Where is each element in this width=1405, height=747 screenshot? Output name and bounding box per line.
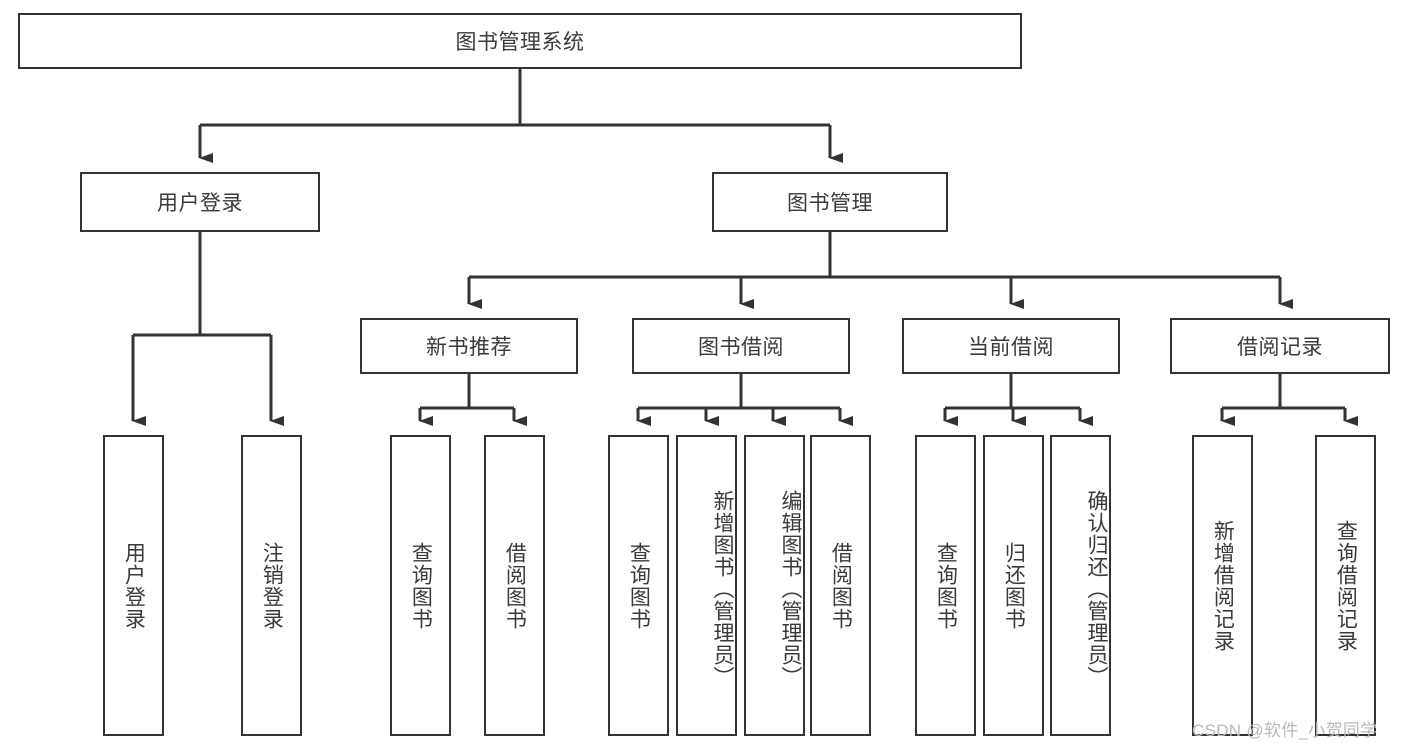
watermark-text: CSDN @软件_小贺同学 (1192, 721, 1378, 740)
leaf-add-borrow-record[interactable]: 新增借阅记录 (1192, 435, 1253, 736)
node-book-management[interactable]: 图书管理 (712, 172, 948, 232)
leaf-add-book-admin[interactable]: 新增图书（管理员） (676, 435, 737, 736)
node-user-login[interactable]: 用户登录 (80, 172, 320, 232)
leaf-confirm-return-admin[interactable]: 确认归还（管理员） (1050, 435, 1111, 736)
leaf-query-book-current[interactable]: 查询图书 (915, 435, 976, 736)
leaf-query-borrow-record[interactable]: 查询借阅记录 (1315, 435, 1376, 736)
leaf-return-book[interactable]: 归还图书 (983, 435, 1044, 736)
leaf-borrow-book[interactable]: 借阅图书 (810, 435, 871, 736)
node-current-borrow[interactable]: 当前借阅 (902, 318, 1120, 374)
node-book-borrow[interactable]: 图书借阅 (632, 318, 850, 374)
node-root[interactable]: 图书管理系统 (18, 13, 1022, 69)
leaf-query-book-recommend[interactable]: 查询图书 (390, 435, 451, 736)
leaf-edit-book-admin[interactable]: 编辑图书（管理员） (744, 435, 805, 736)
leaf-user-login[interactable]: 用户登录 (103, 435, 164, 736)
leaf-logout[interactable]: 注销登录 (241, 435, 302, 736)
node-new-book-recommend[interactable]: 新书推荐 (360, 318, 578, 374)
leaf-query-book-borrow[interactable]: 查询图书 (608, 435, 669, 736)
leaf-borrow-book-recommend[interactable]: 借阅图书 (484, 435, 545, 736)
node-borrow-records[interactable]: 借阅记录 (1170, 318, 1390, 374)
